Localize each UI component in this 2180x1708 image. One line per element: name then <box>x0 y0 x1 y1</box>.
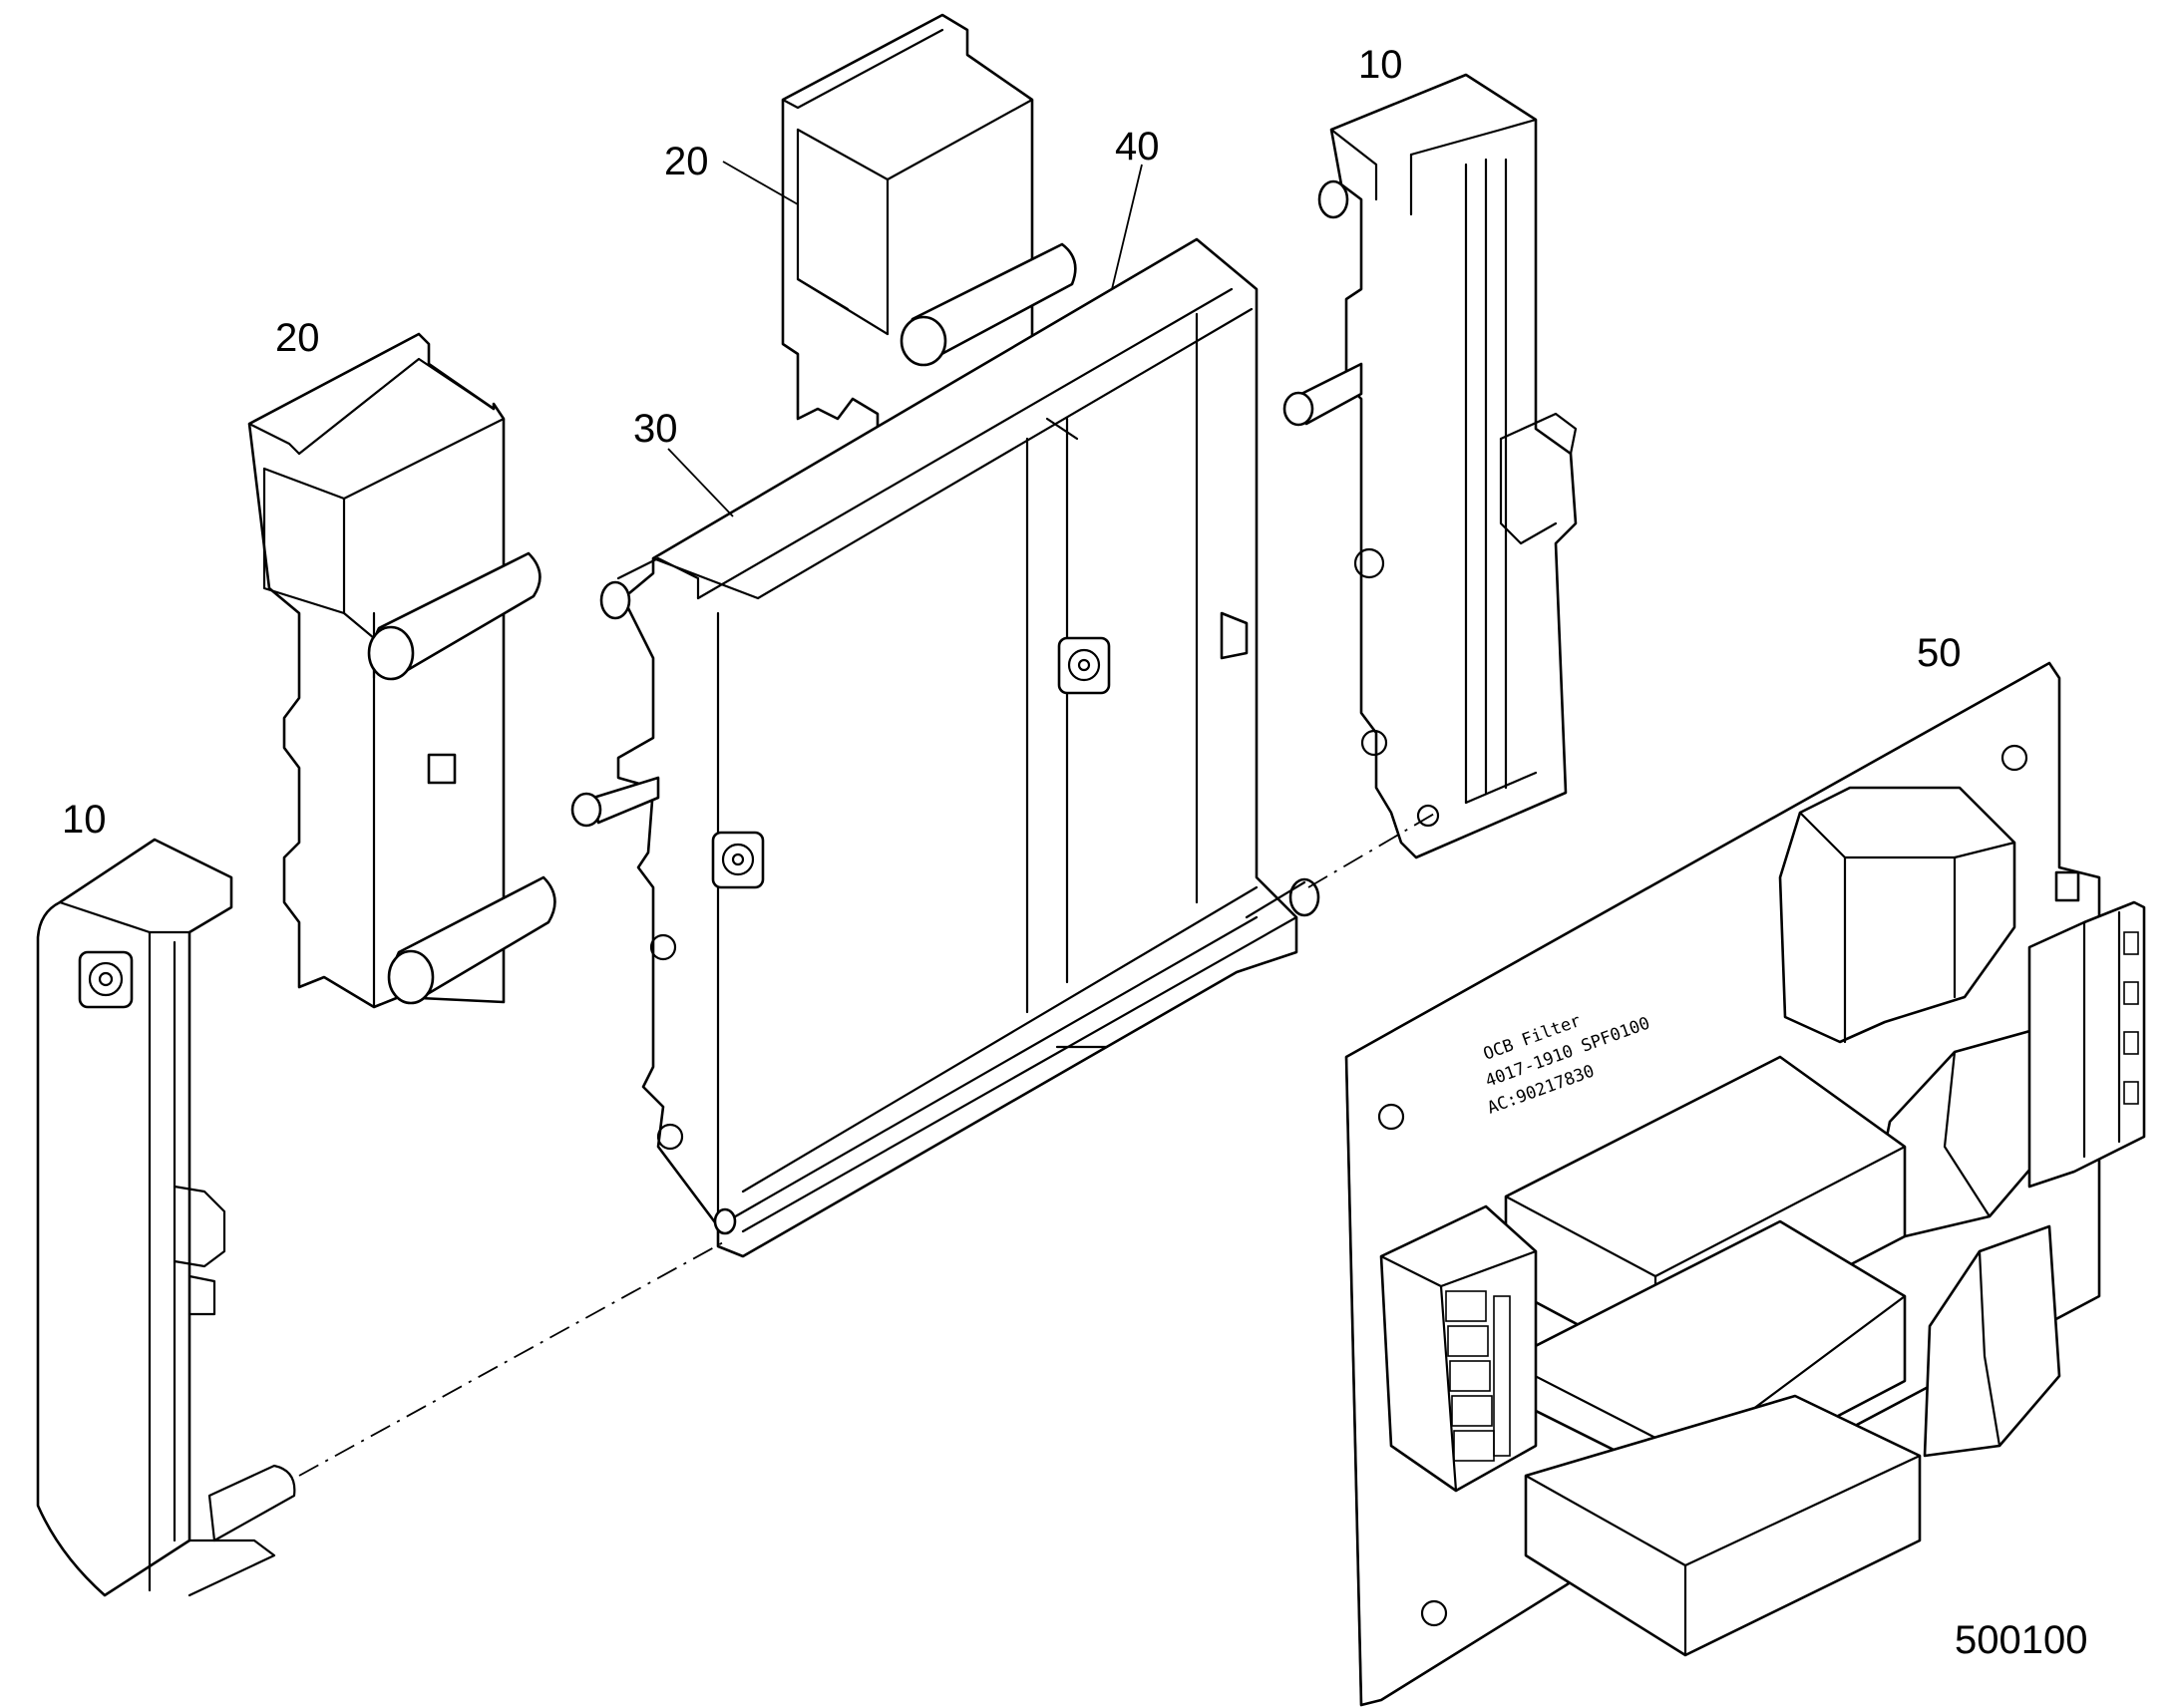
callout-rail-top: 20 <box>664 140 709 183</box>
callout-end-cap-right: 10 <box>1358 43 1403 87</box>
leader-housing-30 <box>667 448 734 517</box>
pin-lower-rail <box>387 875 556 1005</box>
center-line-right <box>1307 812 1437 888</box>
relay-upper <box>1778 786 2016 1044</box>
pin-top-rail <box>900 242 1077 367</box>
center-line-left <box>298 1240 726 1477</box>
terminal-block <box>1379 1204 1538 1493</box>
lock-icon-housing-front <box>711 831 765 889</box>
lock-icon-housing-rear <box>1057 636 1111 695</box>
leader-rail-top <box>722 161 799 205</box>
lock-icon-end-cap <box>78 950 134 1009</box>
pin-upper-rail <box>367 551 542 681</box>
end-cap-left <box>36 838 296 1597</box>
end-cap-right <box>1282 73 1578 859</box>
rail-top <box>781 13 1077 431</box>
relay-lower <box>1923 1224 2061 1458</box>
callout-end-cap-left: 10 <box>62 798 107 842</box>
capacitor-bottom <box>1524 1394 1922 1657</box>
drawing-number: 500100 <box>1955 1618 2087 1662</box>
connector-right <box>2027 870 2146 1189</box>
callout-housing-30: 30 <box>633 407 678 451</box>
rail-left <box>247 332 556 1009</box>
housing-assembly <box>570 237 1320 1258</box>
callout-pcb-50: 50 <box>1917 631 1962 675</box>
leader-housing-40 <box>1111 164 1143 290</box>
callout-rail-left: 20 <box>275 316 320 360</box>
callout-housing-40: 40 <box>1115 125 1160 169</box>
pcb-board: OCB Filter 4017-1910 SPF0100 AC:90217830 <box>1344 661 2146 1707</box>
